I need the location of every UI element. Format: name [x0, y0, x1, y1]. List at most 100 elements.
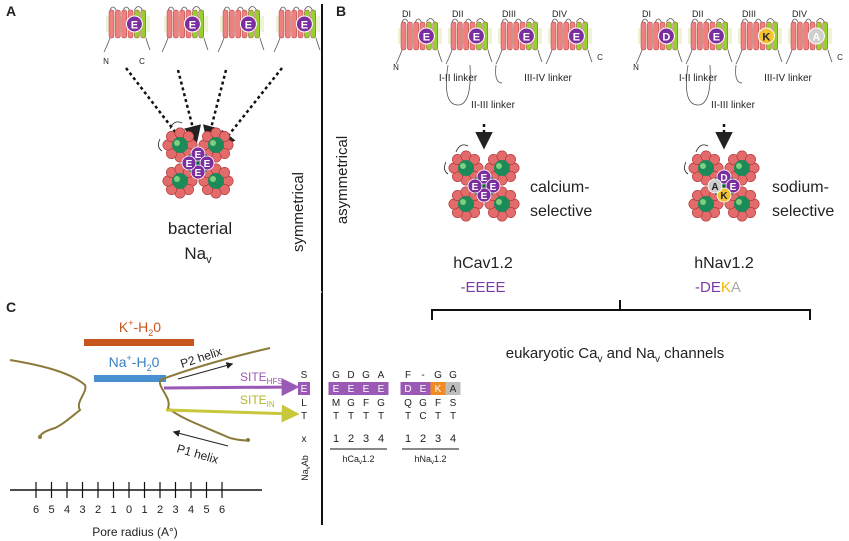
pore-domain-1 [162, 127, 198, 163]
hnav-residue: D [404, 384, 411, 395]
nav-motif-letter-3: K [721, 279, 731, 296]
group-label-ca: eukaryotic Ca [506, 345, 598, 362]
axis-tick-label: 2 [95, 504, 101, 516]
c-tail [487, 49, 493, 63]
hnav-residue: G [449, 370, 457, 381]
residue-circle [183, 15, 201, 33]
domain-core [494, 160, 510, 176]
hnav-residue: G [419, 398, 427, 409]
hnav-residue: C [419, 411, 426, 422]
site-in-sub: IN [267, 400, 275, 409]
hcav-residue: A [378, 370, 385, 381]
pore-residue-letter: A [711, 182, 718, 193]
n-tail [635, 49, 643, 65]
hcav-number: 3 [363, 433, 369, 445]
pore-residue-letter: E [204, 159, 211, 170]
axis-tick-label: 6 [219, 504, 225, 516]
hnav-residue: F [435, 398, 441, 409]
n-tail [273, 37, 281, 53]
nav-motif-letter-4: A [731, 279, 741, 296]
residue-circle [239, 15, 257, 33]
navab-label-tail: Ab [300, 455, 310, 466]
linker-3-4-loop [735, 64, 743, 84]
hcav-residue: T [333, 411, 339, 422]
linker-3-4-label: III-IV linker [524, 73, 572, 84]
navab-residue: L [301, 398, 307, 409]
navab-label: NavAb [300, 455, 312, 481]
topology-c-label: C [837, 53, 843, 62]
cav-motif-prefix: - [460, 279, 465, 296]
pore-residue [467, 178, 483, 194]
helix [557, 21, 563, 51]
na-sup: + [127, 353, 132, 363]
hnav-label-tail: 1.2 [434, 454, 447, 464]
pore-wall-left-end [38, 435, 42, 439]
linker-3-4-label: III-IV linker [764, 73, 812, 84]
pore-residue [476, 169, 492, 185]
hnav-hfs-cell [400, 382, 416, 395]
loop [791, 18, 825, 23]
nav-selectivity-line1: sodium- [772, 179, 829, 196]
domain-label-DIII: DIII [502, 9, 516, 19]
domain-DIV: A [785, 18, 833, 65]
domain-core-hl [460, 163, 466, 169]
helix [229, 9, 235, 39]
hcav-residue: T [363, 411, 369, 422]
axis-tick-label: 4 [64, 504, 70, 516]
domain-label-DI: DI [402, 9, 411, 19]
loop [691, 18, 725, 23]
na-water-bar [94, 375, 166, 382]
nav-motif: -DEKA [695, 279, 741, 296]
helix-bead [744, 190, 756, 202]
hcav-label-tail: 1.2 [362, 454, 375, 464]
helix [278, 9, 285, 39]
group-label: eukaryotic Cav and Nav channels [506, 345, 724, 365]
hcav-label: hCav1.2 [342, 454, 374, 466]
domain-label-DIII: DIII [742, 9, 756, 19]
axis-tick-label: 1 [141, 504, 147, 516]
residue-circle [125, 15, 143, 33]
pore-residue-letter: E [195, 168, 202, 179]
domain-core [208, 137, 224, 153]
helix [690, 21, 697, 51]
pore-residue-letter: E [481, 191, 488, 202]
helix-bead [708, 154, 720, 166]
c-terminus [695, 144, 709, 153]
navab-residue: S [301, 370, 308, 381]
navab-label-na: Na [300, 469, 310, 481]
hnav-hfs-cell [430, 382, 446, 395]
topology-n-label: N [633, 63, 639, 72]
hnav-label-sub: v [431, 460, 434, 466]
residue-letter: E [713, 32, 720, 44]
helix-bead [182, 131, 194, 143]
pore-residue [190, 146, 206, 162]
domain-core [734, 196, 750, 212]
group-label-tail: channels [660, 345, 724, 362]
k-end: 0 [153, 319, 161, 335]
k-water-label: K+-H20 [119, 318, 161, 338]
pore-wall-right [158, 347, 271, 442]
p2-helix-arrow [177, 362, 234, 380]
hcav-residue: D [347, 370, 354, 381]
topology-n-label: N [393, 63, 399, 72]
navab-e-highlight [298, 382, 310, 395]
helix-bead [218, 131, 230, 143]
hcav-label-main: hCa [342, 454, 359, 464]
group-brace [431, 300, 811, 320]
subunit-3: E [217, 6, 265, 53]
helix [450, 21, 457, 51]
helix [115, 9, 121, 39]
domain-core-hl [700, 163, 706, 169]
na-end: 0 [152, 354, 160, 370]
linker-2-3-loop [685, 64, 711, 106]
panel-a-letter: A [6, 3, 16, 19]
pore-residue-letter: E [481, 173, 488, 184]
nav-motif-letter-1: D [700, 279, 711, 296]
hnav-label: hNav1.2 [414, 454, 446, 466]
cav-pore-topview: EEEE [444, 124, 520, 222]
residue-circle [757, 27, 775, 45]
pore-residue-letter: D [720, 173, 727, 184]
domain-core-hl [174, 140, 180, 146]
